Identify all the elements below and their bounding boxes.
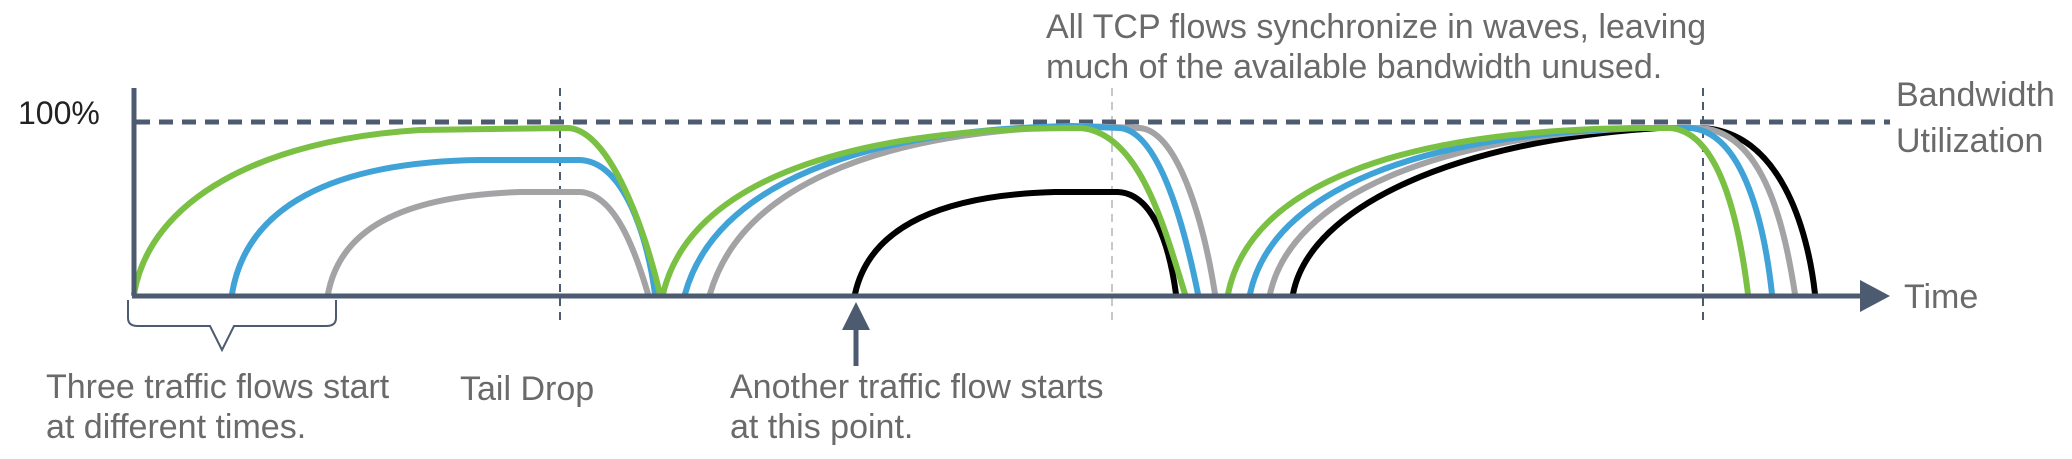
bandwidth-label-line-1: Bandwidth bbox=[1896, 76, 2055, 114]
flow-curve-blue-wave-1 bbox=[229, 157, 658, 297]
y-axis-100-label: 100% bbox=[18, 95, 100, 131]
bandwidth-label-line-2: Utilization bbox=[1896, 122, 2043, 160]
three-flows-note-line-1: Three traffic flows start bbox=[46, 368, 390, 406]
sync-note-line-2: much of the available bandwidth unused. bbox=[1046, 48, 1662, 86]
flow-curve-gray-wave-1 bbox=[325, 189, 651, 297]
tail-drop-label: Tail Drop bbox=[460, 370, 594, 408]
flow-curve-gray-wave-3 bbox=[1267, 125, 1798, 297]
flow-curve-gray-wave-2 bbox=[707, 123, 1218, 297]
x-axis-arrowhead bbox=[1860, 280, 1890, 312]
flow-curves bbox=[131, 123, 1818, 297]
another-flow-note-line-2: at this point. bbox=[730, 408, 913, 446]
sync-note-line-1: All TCP flows synchronize in waves, leav… bbox=[1046, 8, 1706, 46]
three-flows-brace bbox=[127, 300, 337, 353]
new-flow-arrow bbox=[842, 302, 870, 366]
three-flows-note-line-2: at different times. bbox=[46, 408, 306, 446]
another-flow-note-line-1: Another traffic flow starts bbox=[730, 368, 1104, 406]
x-axis-time-label: Time bbox=[1904, 278, 1978, 316]
flow-curve-green-wave-2 bbox=[660, 125, 1188, 297]
flow-curve-green-wave-1 bbox=[131, 125, 663, 297]
flow-curve-green-wave-3 bbox=[1225, 125, 1751, 297]
flow-curve-black-wave-3 bbox=[1290, 125, 1818, 297]
reference-lines bbox=[559, 88, 1704, 322]
axes bbox=[131, 88, 1890, 312]
flow-curve-black-wave-2 bbox=[852, 189, 1179, 297]
